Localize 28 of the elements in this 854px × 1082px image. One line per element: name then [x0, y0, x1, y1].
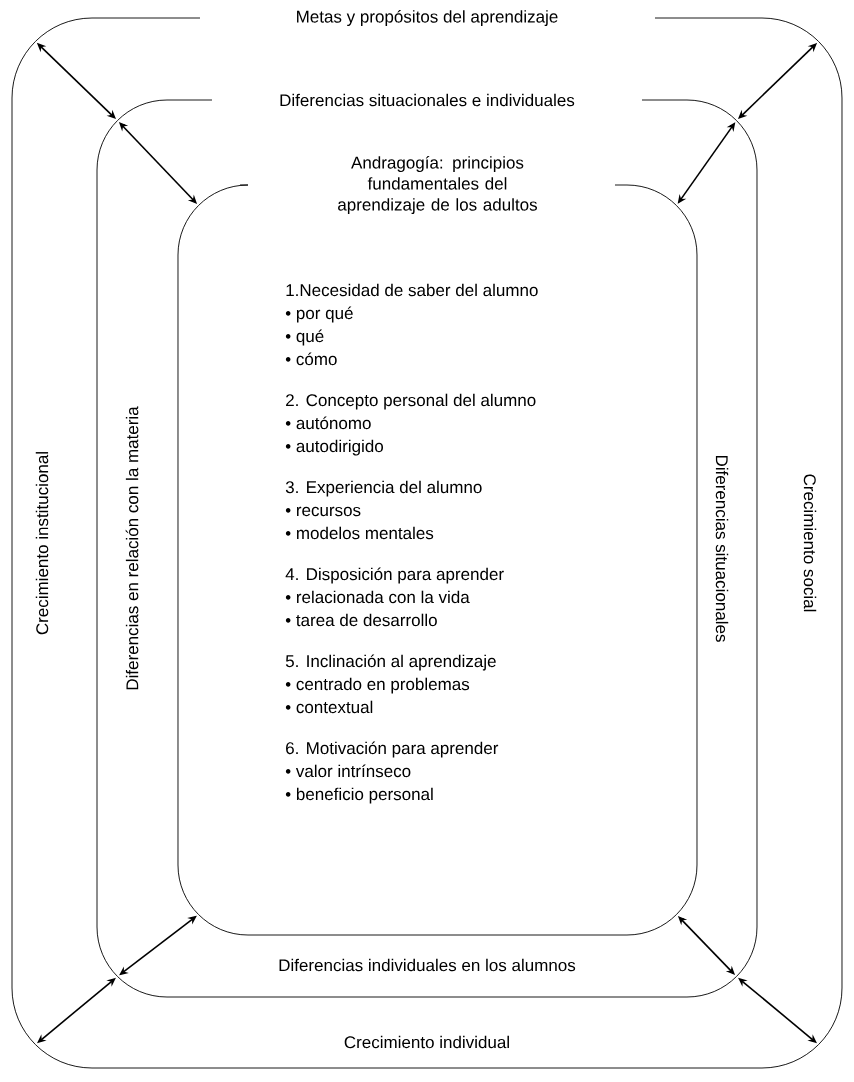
band-label: Crecimiento institucional [35, 452, 49, 635]
band-label: Diferencias individuales en los alumnos [279, 958, 576, 972]
list-item: • modelos mentales [285, 526, 434, 540]
heading: Andragogía: principios fundamentales del aprendizaje de los adultos [338, 156, 537, 215]
list-heading: 4. Disposición para aprender [285, 567, 504, 584]
band-label: Diferencias en relación con la materia [125, 406, 139, 690]
list-heading: 1.Necesidad de saber del alumno [286, 283, 538, 297]
list-item: • relacionada con la vida [285, 590, 470, 604]
band-label: Crecimiento individual [344, 1035, 509, 1049]
list-item: • centrado en problemas [285, 677, 470, 694]
list-item: • tarea de desarrollo [285, 613, 437, 627]
list-item: • cómo [285, 352, 337, 366]
list-item: • recursos [285, 506, 361, 517]
list-item: • contextual [285, 700, 373, 714]
band-label: Diferencias situacionales [715, 455, 729, 642]
list-item: • autónomo [285, 416, 371, 430]
list-item: • beneficio personal [285, 787, 433, 804]
list-heading: 2. Concepto personal del alumno [286, 393, 536, 410]
list-heading: 5. Inclinación al aprendizaje [285, 654, 496, 671]
list-item: • qué [285, 329, 324, 346]
band-label: Metas y propósitos del aprendizaje [297, 10, 558, 27]
list-item: • autodirigido [285, 439, 383, 456]
list-item: • por qué [285, 306, 353, 323]
band-label: Crecimiento social [803, 474, 817, 612]
band-label: Diferencias situacionales e individuales [280, 93, 575, 107]
list-item: • valor intrínseco [285, 764, 411, 778]
list-heading: 6. Motivación para aprender [286, 741, 499, 758]
list-heading: 3. Experiencia del alumno [285, 480, 482, 497]
